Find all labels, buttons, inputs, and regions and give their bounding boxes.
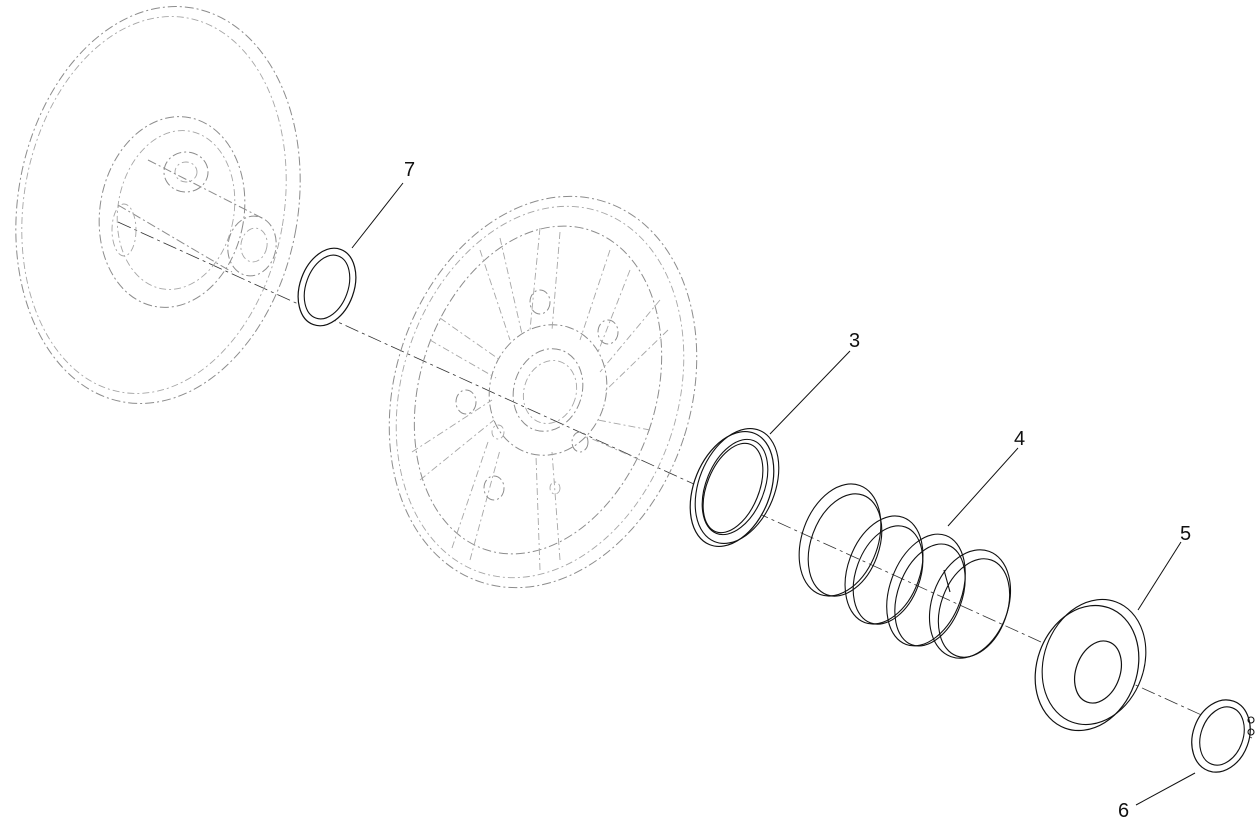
part-4-spring	[798, 483, 1012, 659]
leader-4	[947, 447, 1019, 527]
callout-6: 6	[1118, 800, 1129, 822]
part-6-snap-ring	[1191, 699, 1255, 773]
part-5-spring-cup	[1034, 598, 1147, 732]
callout-7: 7	[404, 159, 415, 181]
callout-4: 4	[1014, 428, 1025, 450]
leader-7	[351, 182, 404, 249]
callout-3: 3	[849, 330, 860, 352]
callout-5: 5	[1180, 523, 1191, 545]
leader-6	[1135, 772, 1196, 806]
leader-3	[769, 350, 851, 435]
part-3-bearing-ring	[689, 428, 780, 548]
fixed-sheave-phantom	[15, 6, 301, 404]
part-7-washer	[297, 247, 357, 327]
leader-5	[1137, 541, 1182, 611]
moveable-sheave-phantom	[388, 195, 698, 589]
